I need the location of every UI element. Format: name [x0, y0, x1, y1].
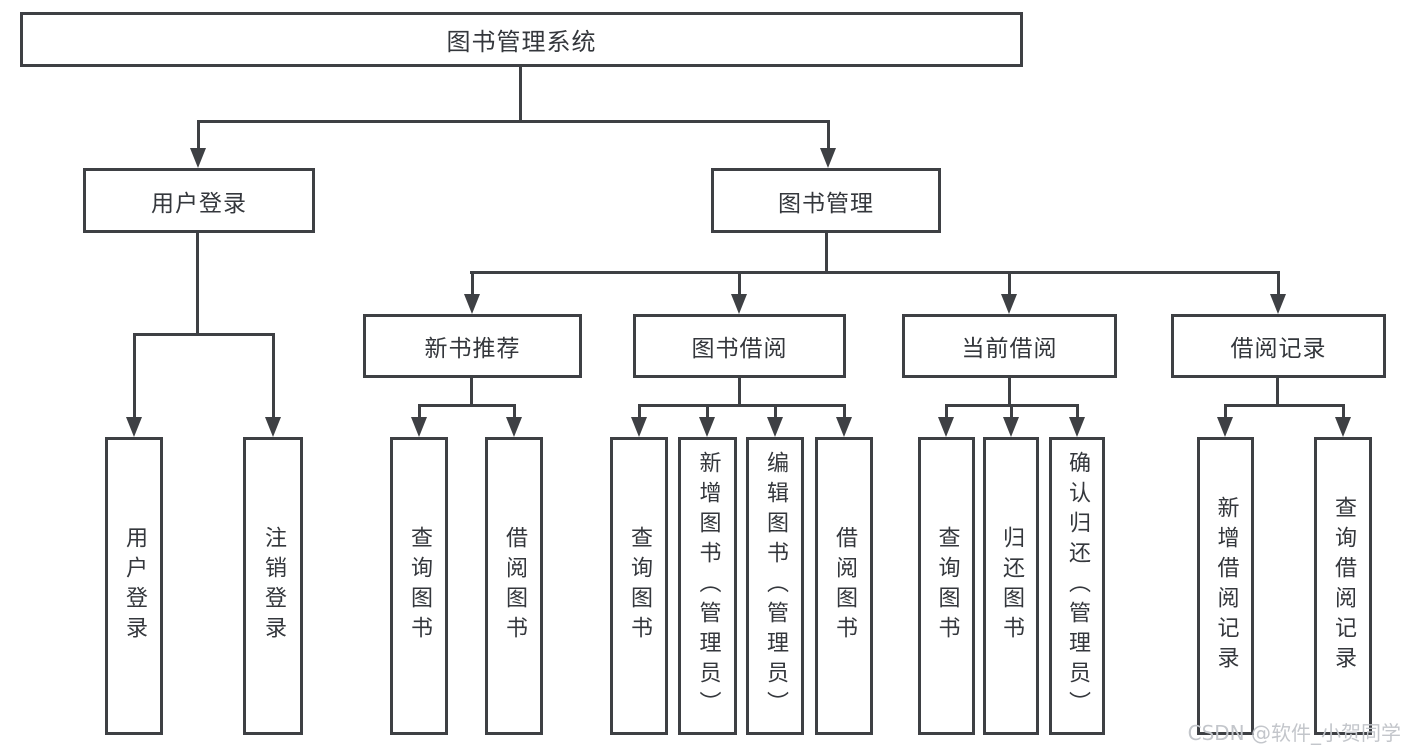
node-label: 当前借阅: [961, 336, 1058, 362]
connector-line: [1276, 378, 1279, 407]
leaf-query-borrow-record: 查询借阅记录: [1314, 437, 1372, 735]
node-book-management: 图书管理: [711, 168, 941, 233]
leaf-logout: 注销登录: [243, 437, 303, 735]
arrow-down-icon: [411, 417, 427, 437]
leaf-label: 查询借阅记录: [1331, 496, 1356, 676]
leaf-label: 用户登录: [122, 526, 147, 646]
connector-line: [1276, 271, 1280, 296]
leaf-label: 注销登录: [261, 526, 286, 646]
connector-line: [418, 404, 516, 407]
connector-line: [637, 404, 641, 419]
connector-line: [470, 378, 473, 407]
connector-line: [1008, 378, 1011, 407]
leaf-add-book-admin: 新增图书（管理员）: [678, 437, 737, 735]
arrow-down-icon: [631, 417, 647, 437]
connector-line: [470, 271, 474, 296]
connector-line: [705, 404, 709, 419]
connector-line: [519, 67, 522, 123]
arrow-down-icon: [1217, 417, 1233, 437]
connector-line: [1223, 404, 1227, 419]
connector-line: [132, 333, 136, 419]
leaf-query-books-recommend: 查询图书: [390, 437, 448, 735]
connector-line: [1007, 271, 1011, 296]
leaf-return-books: 归还图书: [983, 437, 1039, 735]
arrow-down-icon: [1335, 417, 1351, 437]
node-label: 借阅记录: [1230, 336, 1327, 362]
arrow-down-icon: [767, 417, 783, 437]
arrow-down-icon: [820, 148, 836, 168]
connector-line: [638, 404, 846, 407]
leaf-label: 借阅图书: [502, 526, 527, 646]
leaf-label: 查询图书: [407, 526, 432, 646]
arrow-down-icon: [699, 417, 715, 437]
leaf-label: 编辑图书（管理员）: [763, 451, 788, 721]
arrow-down-icon: [1069, 417, 1085, 437]
leaf-label: 新增图书（管理员）: [695, 451, 721, 721]
csdn-watermark: CSDN @软件_小贺同学: [1187, 721, 1401, 745]
arrow-down-icon: [1003, 417, 1019, 437]
arrow-down-icon: [506, 417, 522, 437]
connector-line: [1009, 404, 1013, 419]
node-label: 图书管理: [778, 190, 874, 217]
leaf-label: 确认归还（管理员）: [1065, 451, 1090, 721]
connector-line: [512, 404, 516, 419]
leaf-query-books-borrow: 查询图书: [610, 437, 668, 735]
node-user-login: 用户登录: [83, 168, 315, 233]
node-new-book-recommendation: 新书推荐: [363, 314, 582, 378]
connector-line: [737, 271, 741, 296]
leaf-label: 新增借阅记录: [1213, 496, 1239, 676]
connector-line: [1341, 404, 1345, 419]
connector-line: [738, 378, 741, 407]
leaf-label: 查询图书: [627, 526, 652, 646]
connector-line: [1075, 404, 1079, 419]
arrow-down-icon: [1270, 294, 1286, 314]
connector-line: [1224, 404, 1345, 407]
node-label: 图书借阅: [691, 336, 788, 362]
arrow-down-icon: [836, 417, 852, 437]
arrow-down-icon: [265, 417, 281, 437]
leaf-query-books-current: 查询图书: [918, 437, 975, 735]
node-label: 用户登录: [151, 190, 247, 217]
node-label: 新书推荐: [424, 336, 521, 362]
node-current-borrowing: 当前借阅: [902, 314, 1117, 378]
node-library-management-system: 图书管理系统: [20, 12, 1023, 67]
leaf-confirm-return-admin: 确认归还（管理员）: [1049, 437, 1105, 735]
leaf-label: 归还图书: [999, 526, 1024, 646]
connector-line: [842, 404, 846, 419]
arrow-down-icon: [938, 417, 954, 437]
connector-line: [825, 233, 828, 274]
node-borrowing-records: 借阅记录: [1171, 314, 1386, 378]
connector-line: [197, 120, 830, 123]
arrow-down-icon: [126, 417, 142, 437]
leaf-borrow-books-recommend: 借阅图书: [485, 437, 543, 735]
node-book-borrowing: 图书借阅: [633, 314, 846, 378]
leaf-borrow-books: 借阅图书: [815, 437, 873, 735]
node-label: 图书管理系统: [446, 28, 597, 56]
arrow-down-icon: [190, 148, 206, 168]
connector-line: [271, 333, 275, 419]
connector-line: [417, 404, 421, 419]
connector-line: [133, 333, 275, 336]
connector-line: [470, 271, 1280, 274]
connector-line: [944, 404, 948, 419]
connector-line: [196, 233, 199, 336]
connector-line: [773, 404, 777, 419]
leaf-add-borrow-record: 新增借阅记录: [1197, 437, 1254, 735]
leaf-label: 借阅图书: [832, 526, 857, 646]
arrow-down-icon: [1001, 294, 1017, 314]
leaf-label: 查询图书: [934, 526, 960, 646]
connector-line: [196, 120, 200, 150]
connector-line: [826, 120, 830, 150]
leaf-user-login: 用户登录: [105, 437, 163, 735]
arrow-down-icon: [464, 294, 480, 314]
arrow-down-icon: [731, 294, 747, 314]
leaf-edit-book-admin: 编辑图书（管理员）: [746, 437, 804, 735]
